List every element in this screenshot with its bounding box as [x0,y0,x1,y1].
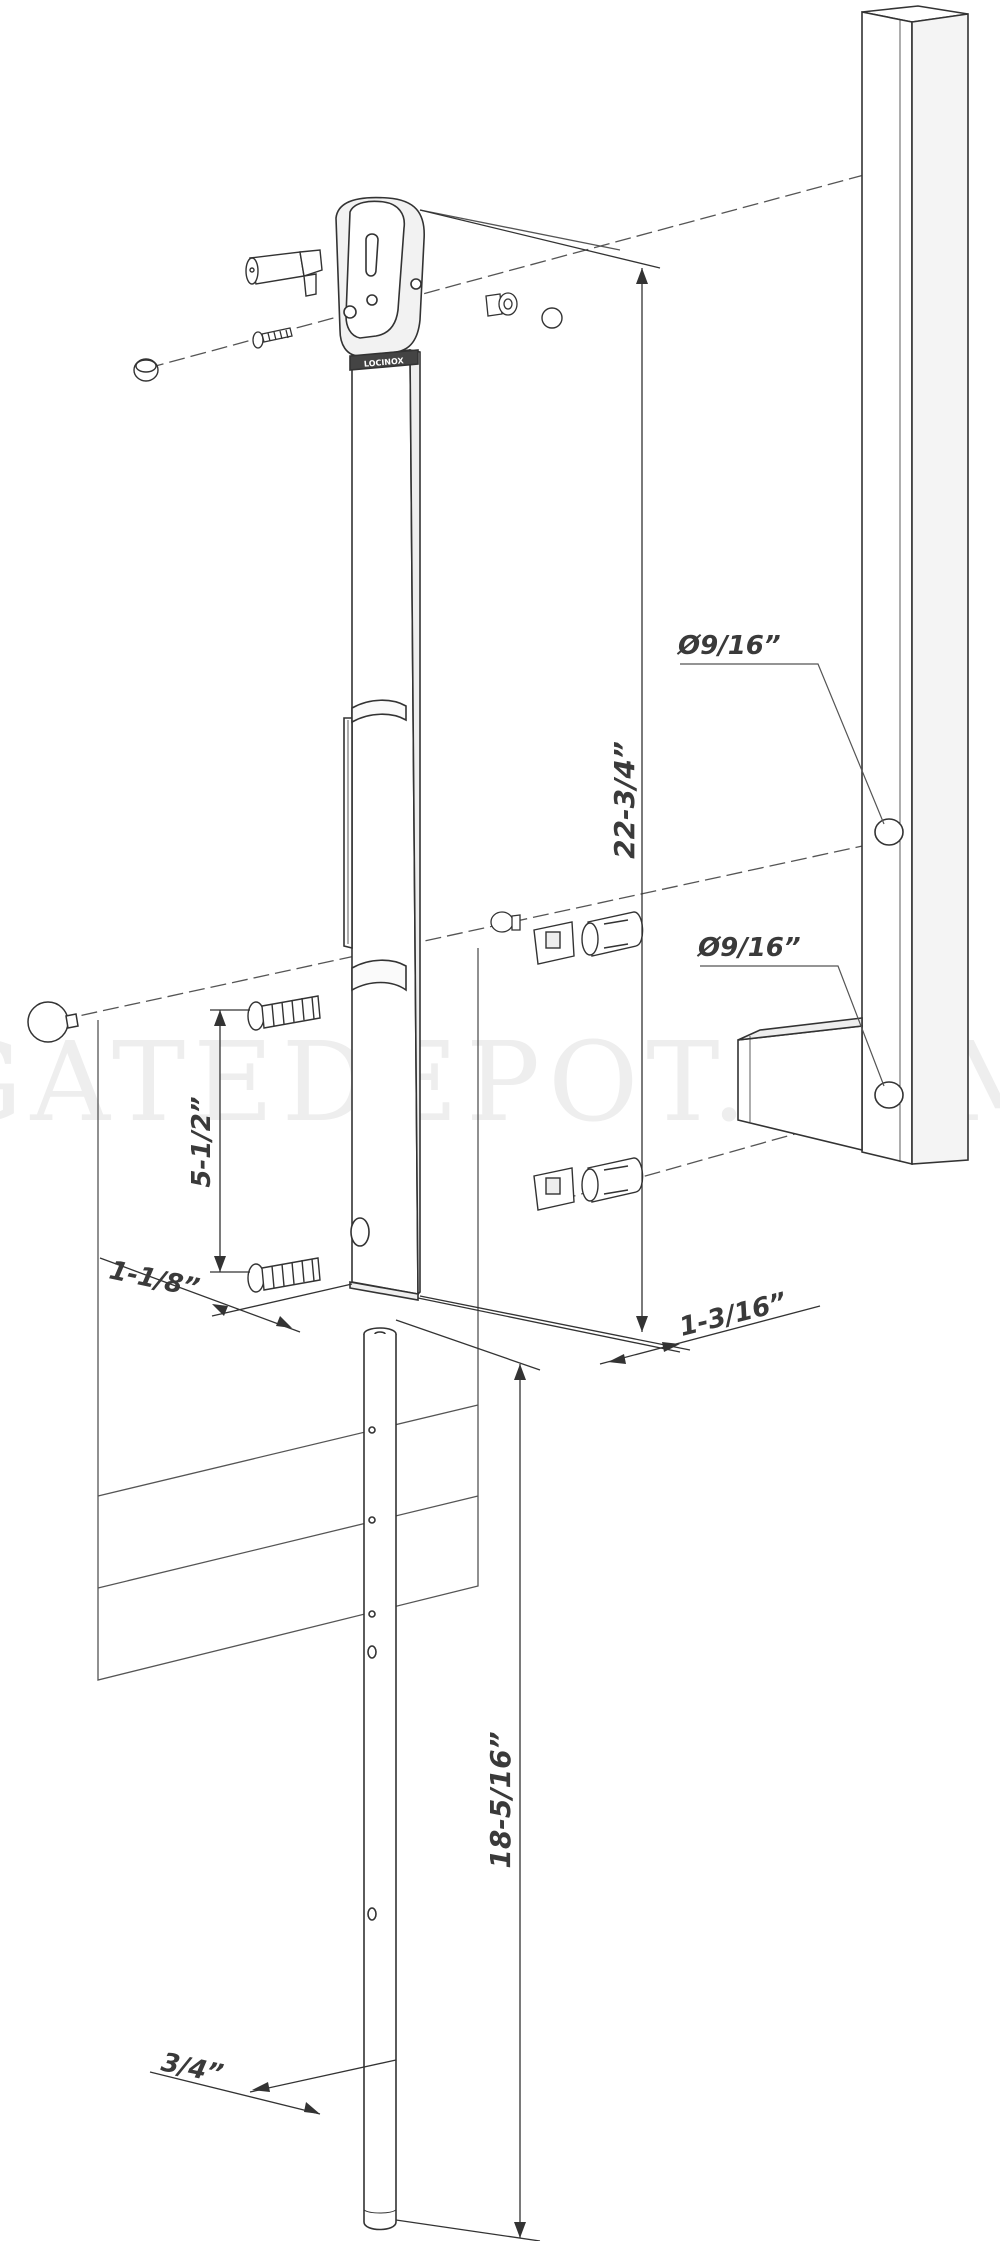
mounting-screw-top [247,995,321,1031]
dim-latch-height: 22-3/4” [608,741,641,859]
brand-band [349,349,419,371]
end-cap-right [541,307,563,329]
reference-line-a [97,1404,479,1497]
mounting-screw-bottom [247,1257,321,1293]
post-hole-top [874,818,904,846]
alignment-axis-middle [59,839,891,1021]
fixing-insert-upper [533,911,644,965]
dim-rod-length: 18-5/16” [484,1731,517,1868]
side-bracket [737,1017,863,1152]
reference-line-c [419,209,621,251]
latch-body [343,349,421,1301]
alignment-axis-top [147,167,891,369]
set-screw-top [485,292,518,317]
dim-rod-diameter: 3/4” [159,2048,226,2090]
fixing-insert-lower [533,1157,644,1211]
dim-latch-depth: 1-3/16” [676,1287,789,1343]
end-cap-left [133,358,159,382]
cylinder-lock [245,249,323,297]
brand-label: LOCINOX [364,356,405,369]
dim-bracket-hole-bottom: Ø9/16” [696,933,801,963]
post-hole-bottom [874,1081,904,1109]
latch-rod [363,1327,397,2231]
cylinder-screw [252,327,293,349]
reference-line-left [97,948,479,1681]
reference-line-b [97,1495,479,1589]
gate-post [861,5,969,1166]
latch-head [335,196,425,371]
dim-latch-width: 1-1/8” [107,1256,203,1304]
set-screw-middle [490,911,521,933]
dim-screw-spacing: 5-1/2” [187,1096,217,1187]
leader-hole-top [680,663,885,825]
latch-bottom-hole [350,1217,370,1247]
dim-bracket-hole-top: Ø9/16” [676,631,781,661]
leader-hole-bottom [700,965,885,1087]
ball-knob [27,1001,79,1043]
